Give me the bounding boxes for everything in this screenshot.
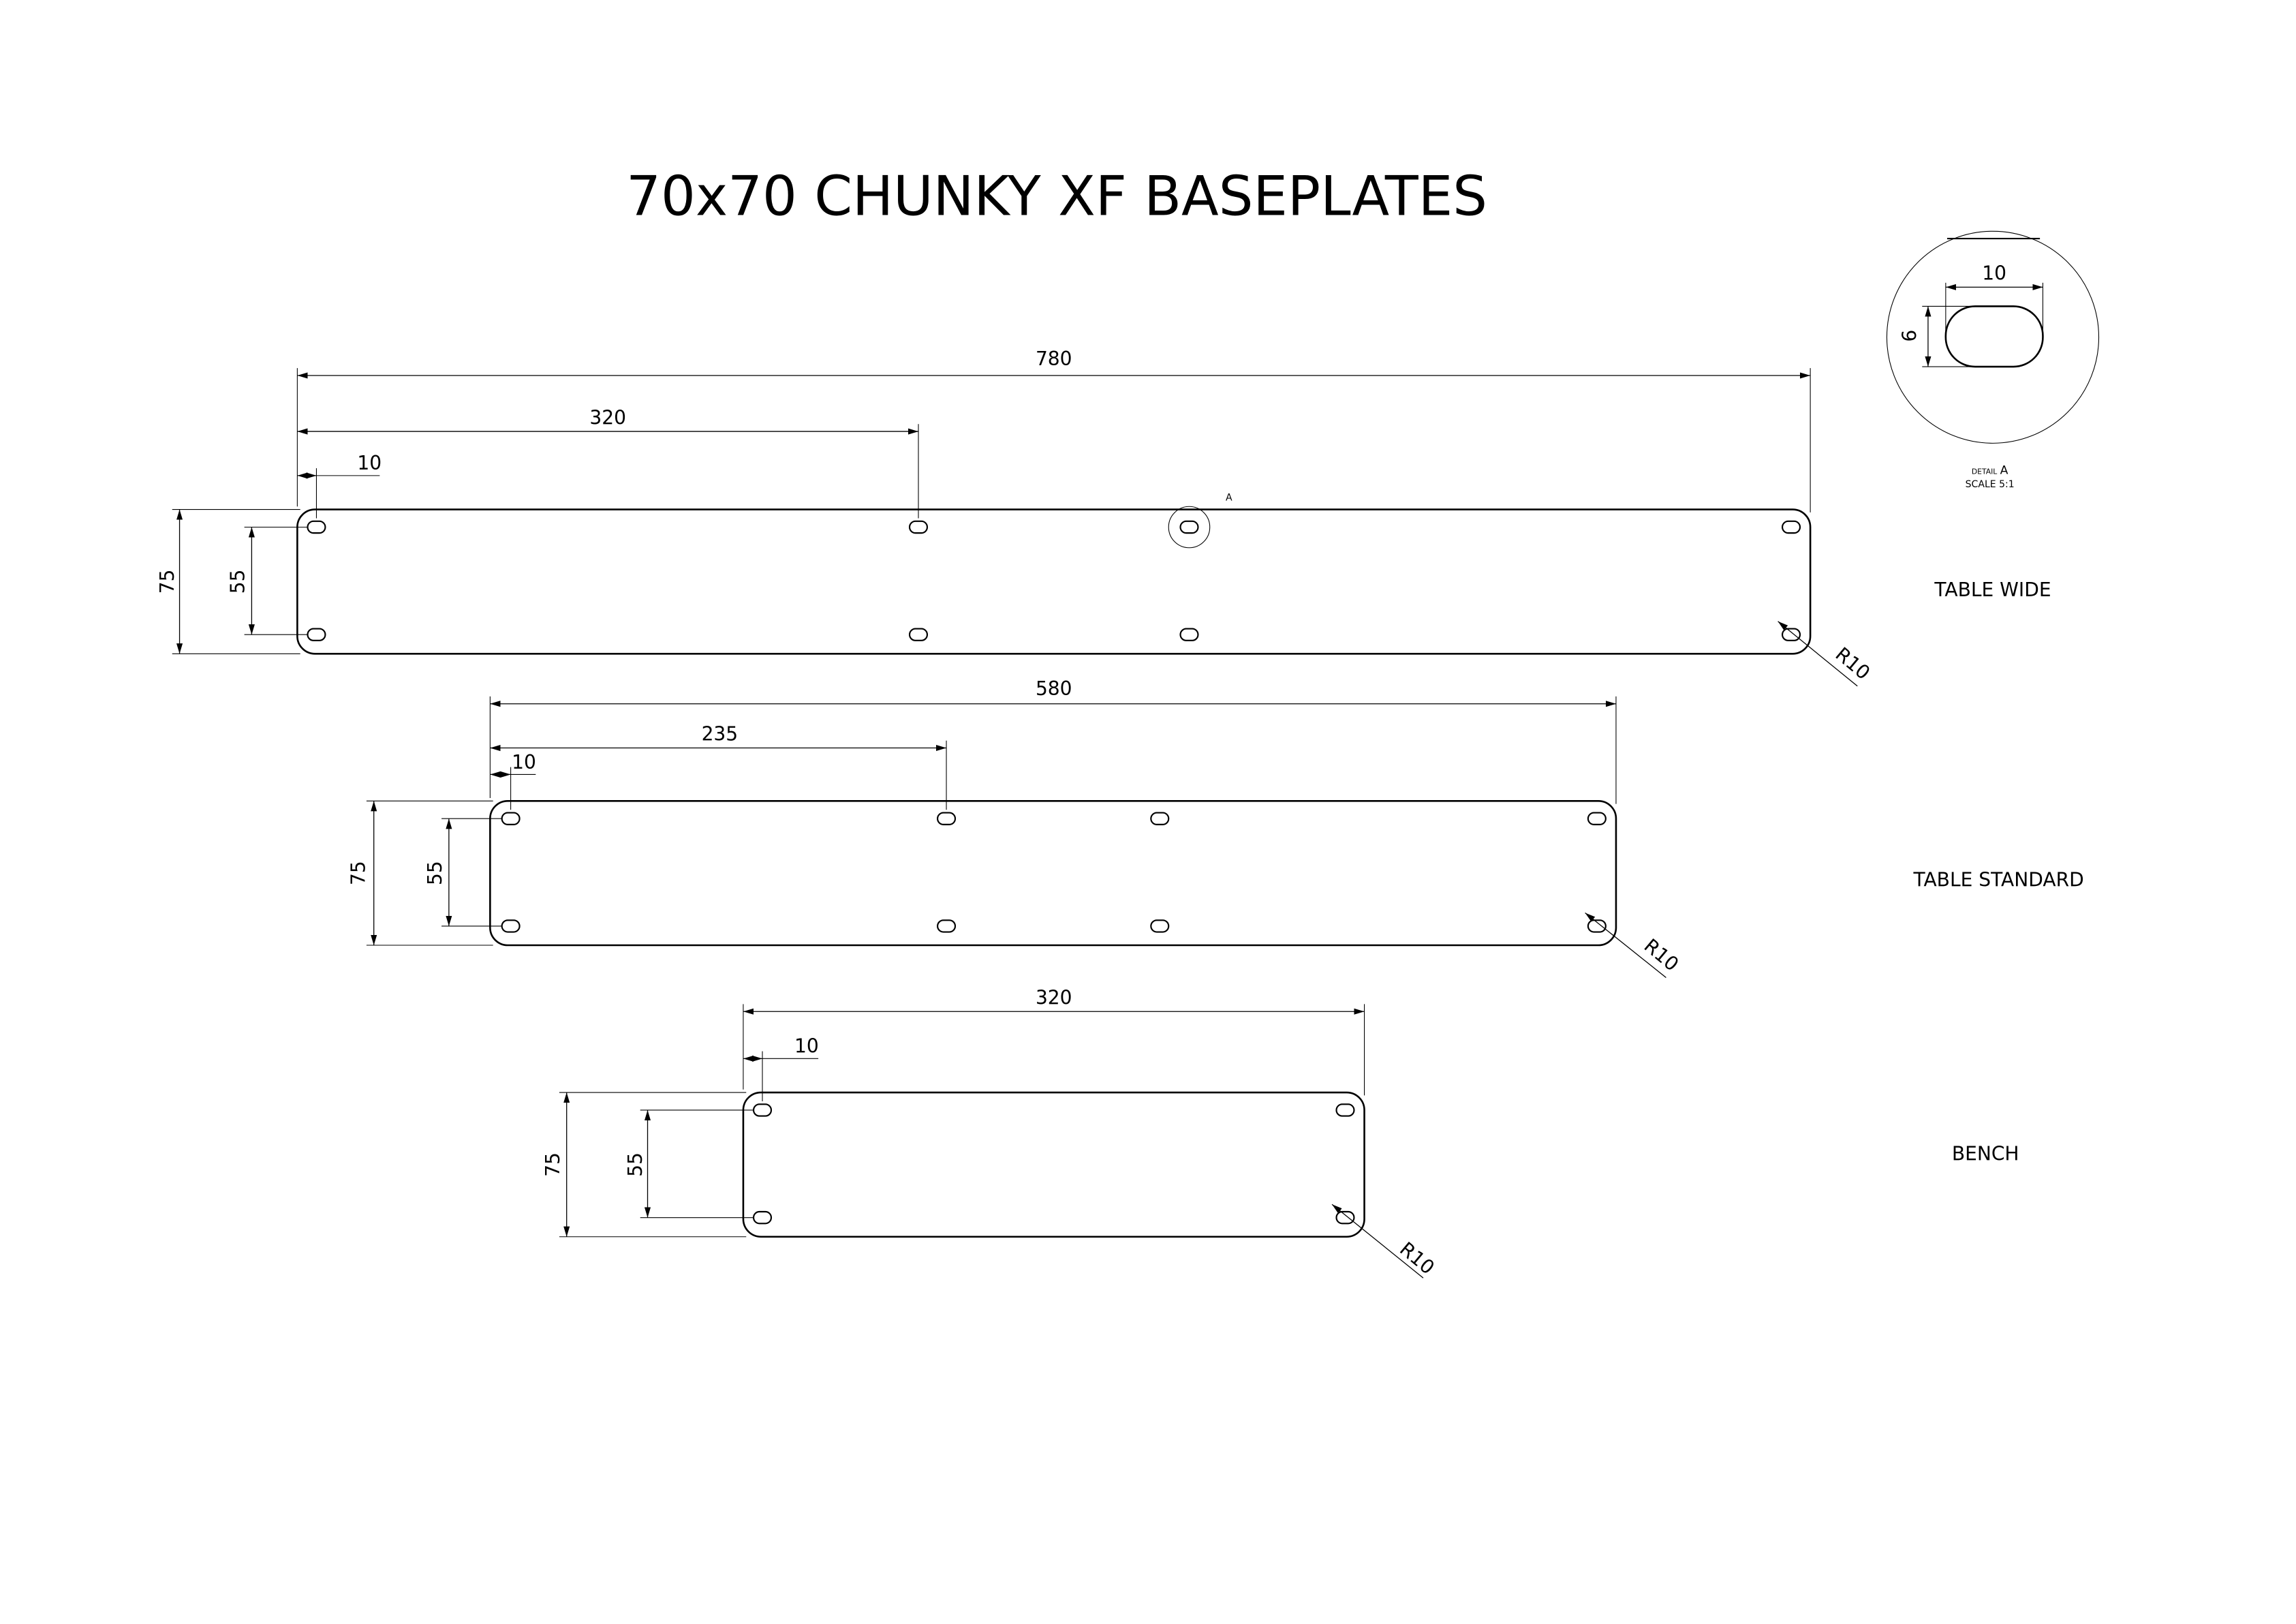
dim-hole-spacing: 55 [624, 1152, 647, 1177]
slot-hole [937, 812, 957, 825]
detail-scale: SCALE 5:1 [1966, 479, 2015, 490]
detail-marker-label: A [1226, 493, 1232, 504]
plate-label: TABLE WIDE [1934, 579, 2051, 601]
dim-length: 580 [1036, 677, 1072, 700]
plate-table-wide: 780 320 10 75 55 R10 A TABLE WIDE [156, 348, 2051, 684]
dim-hole-offset: 320 [589, 406, 626, 429]
dim-slot-width: 6 [1899, 330, 1921, 342]
slot-hole [1781, 520, 1801, 534]
dim-length: 320 [1036, 986, 1072, 1009]
slot-hole [937, 919, 957, 933]
plates-geometry [172, 368, 1858, 1278]
plate-label: TABLE STANDARD [1913, 869, 2084, 891]
baseplate-outline [742, 1091, 1365, 1238]
slot-hole [1150, 919, 1170, 933]
drawing-title: 70x70 CHUNKY XF BASEPLATES [626, 165, 1487, 228]
slot-hole [1335, 1210, 1355, 1225]
slot-hole [1587, 919, 1607, 933]
radius-leader [1585, 912, 1666, 979]
dim-edge: 10 [357, 452, 382, 474]
slot-hole [1179, 628, 1199, 641]
slot-hole [1587, 812, 1607, 825]
dim-slot-length: 10 [1982, 262, 2006, 285]
slot-hole [1781, 628, 1801, 641]
dim-length: 780 [1036, 348, 1072, 370]
slot-hole [908, 628, 929, 641]
detail-marker-circle [1168, 506, 1211, 549]
plate-label: BENCH [1952, 1142, 2019, 1165]
slot-hole [908, 520, 929, 534]
radius-leader [1331, 1204, 1424, 1278]
slot-hole [1150, 812, 1170, 825]
dim-width: 75 [542, 1152, 564, 1177]
dim-edge: 10 [794, 1035, 819, 1058]
dim-hole-spacing: 55 [424, 861, 446, 885]
radius-leader [1778, 621, 1858, 687]
dim-width: 75 [347, 861, 370, 885]
baseplate-outline [489, 800, 1617, 947]
dim-hole-offset: 235 [702, 723, 739, 746]
dim-edge: 10 [512, 751, 536, 773]
baseplate-outline [296, 508, 1812, 655]
slot-hole [1335, 1103, 1355, 1117]
slot-hole [1179, 520, 1199, 534]
dim-hole-spacing: 55 [227, 570, 249, 594]
slot-hole-detail [1944, 305, 2044, 368]
dim-width: 75 [156, 570, 179, 594]
